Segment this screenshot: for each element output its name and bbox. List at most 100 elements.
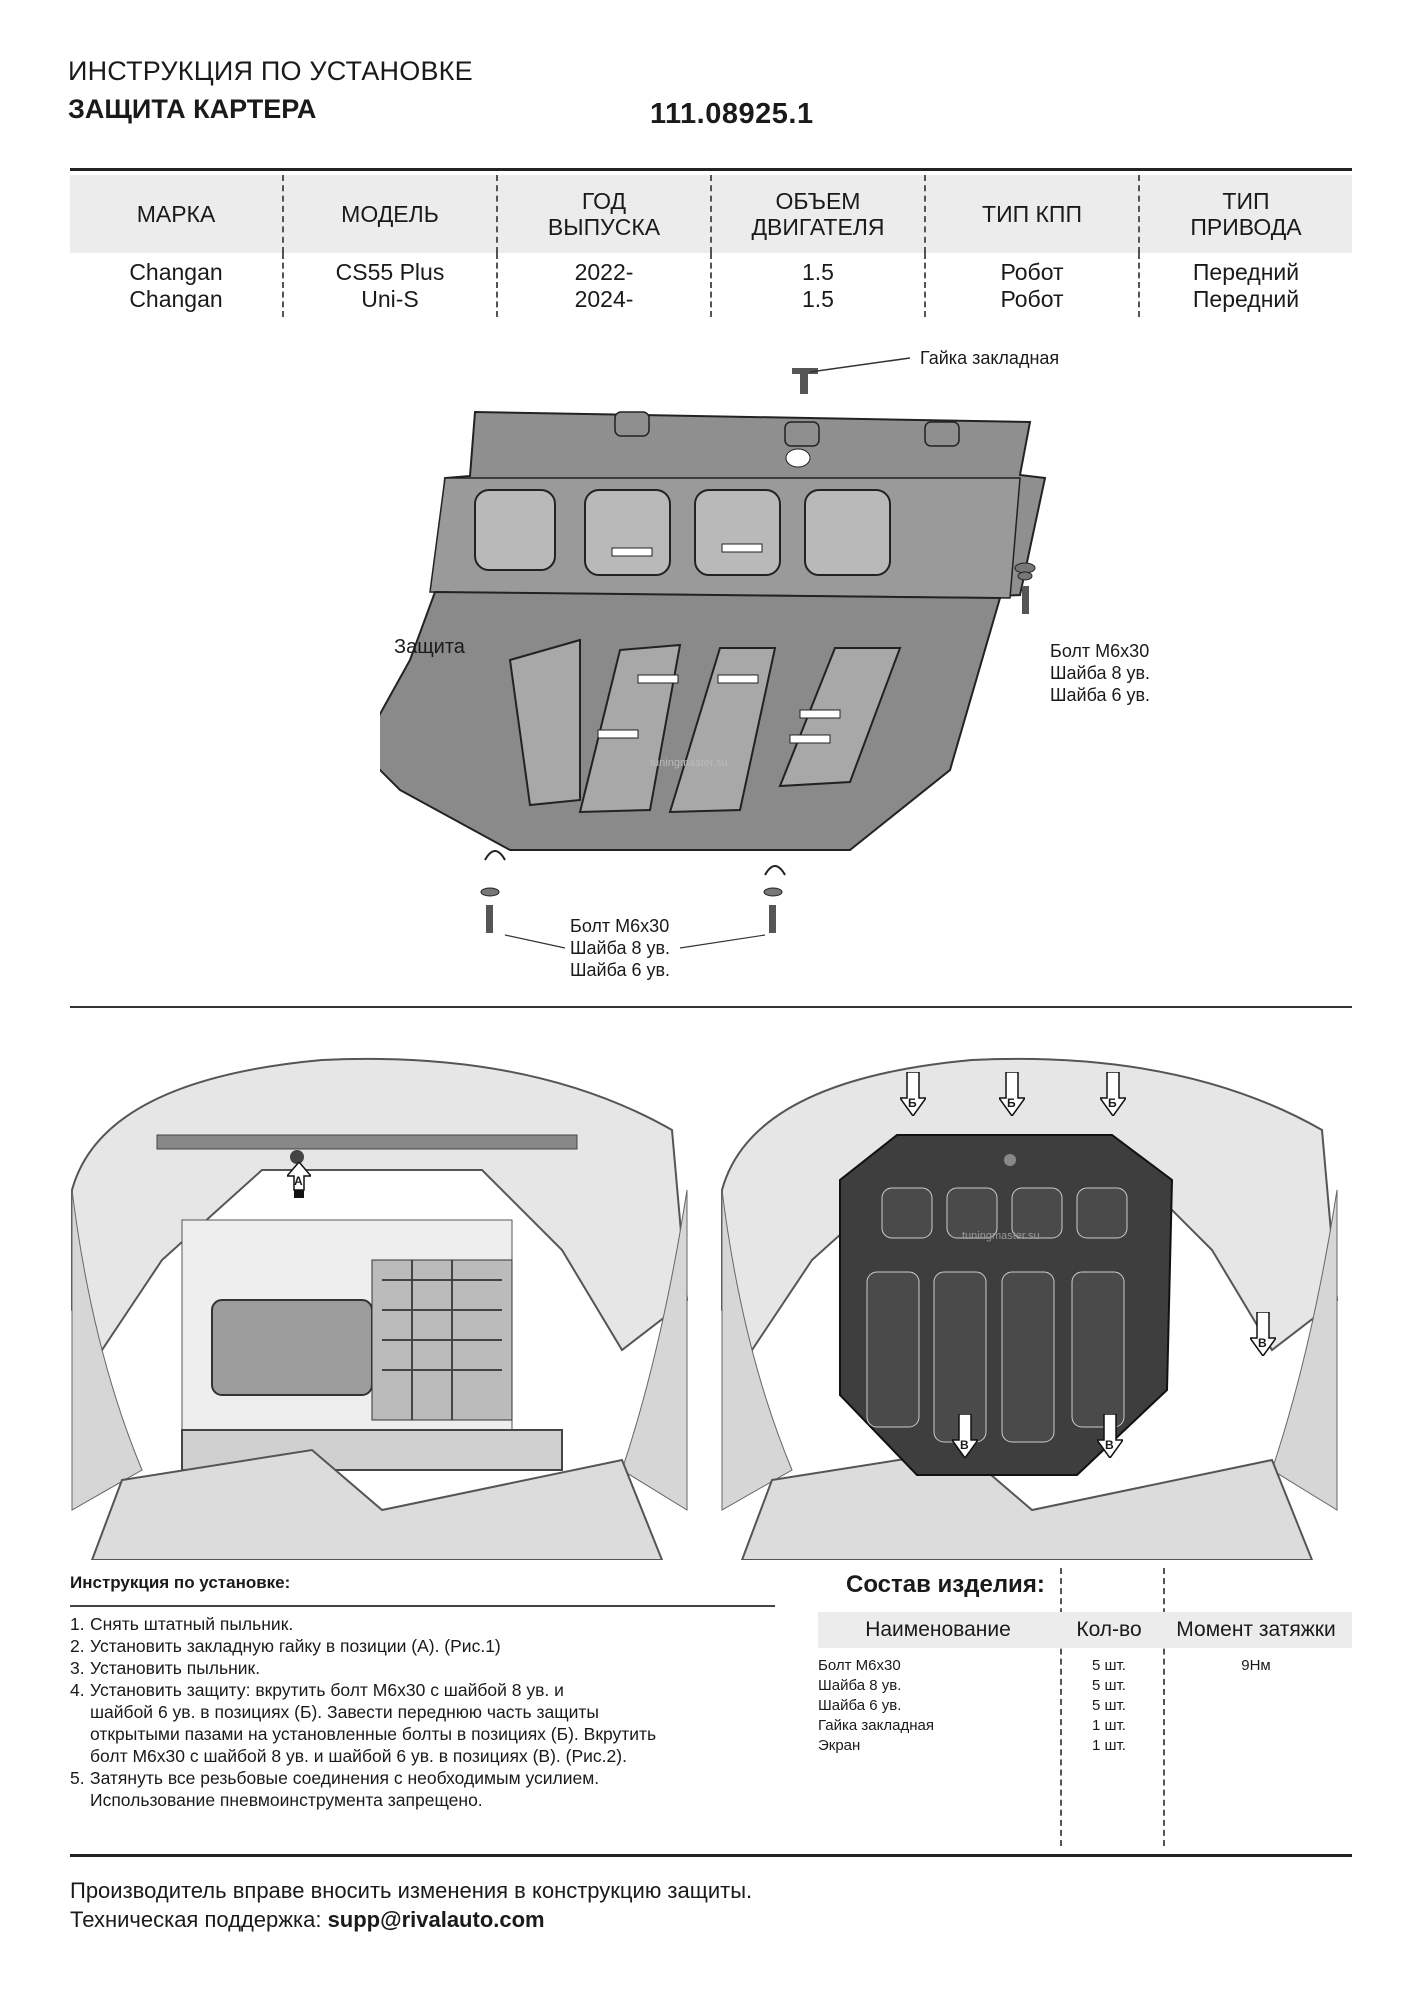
embedded-nut-icon bbox=[792, 357, 911, 394]
arrow-down-icon bbox=[1098, 1071, 1128, 1118]
list-item: 4.Установить защиту: вкрутить болт М6х30… bbox=[70, 1679, 790, 1767]
support-email-link[interactable]: supp@rivalauto.com bbox=[327, 1907, 545, 1932]
nut-label: Гайка закладная bbox=[920, 348, 1060, 368]
step-text: Установить закладную гайку в позиции (А)… bbox=[90, 1636, 501, 1656]
table-cell: 2024- bbox=[574, 286, 634, 312]
section-divider bbox=[70, 1006, 1352, 1008]
item-qty: 5 шт. bbox=[1092, 1657, 1126, 1674]
support-label: Техническая поддержка: bbox=[70, 1907, 328, 1932]
item-torque bbox=[1160, 1696, 1352, 1716]
fastener-bolt-text: Болт М6х30 bbox=[1050, 641, 1150, 661]
table-cell: Changan bbox=[129, 286, 223, 312]
figure-1-underbody: А bbox=[62, 1050, 692, 1560]
step-text: Установить пыльник. bbox=[90, 1658, 261, 1678]
step-number: 4. bbox=[70, 1680, 85, 1700]
bottom-fastener-label: Болт М6х30 Шайба 8 ув. Шайба 6 ув. bbox=[570, 915, 670, 981]
item-qty: 5 шт. bbox=[1092, 1677, 1126, 1694]
col-engine: 1.5 1.5 bbox=[712, 253, 926, 317]
right-fastener-label: Болт М6х30 Шайба 8 ув. Шайба 6 ув. bbox=[1050, 640, 1150, 706]
item-name: Шайба 6 ув. bbox=[818, 1697, 902, 1714]
column-divider bbox=[1163, 1568, 1165, 1846]
product-title: ЗАЩИТА КАРТЕРА bbox=[68, 94, 317, 124]
marker-v-label: В bbox=[1258, 1336, 1267, 1350]
marker-b-3: Б bbox=[1098, 1071, 1128, 1118]
item-name: Экран bbox=[818, 1737, 861, 1754]
vehicle-spec-table: МАРКА МОДЕЛЬ ГОД ВЫПУСКА ОБЪЕМ ДВИГАТЕЛЯ… bbox=[70, 168, 1352, 317]
marker-v-3: В bbox=[1095, 1413, 1125, 1460]
arrow-down-icon bbox=[1248, 1311, 1278, 1358]
header-torque: Момент затяжки bbox=[1176, 1618, 1336, 1641]
figure-2-installed-shield: Б Б Б В В В tuningmaster.su bbox=[712, 1050, 1342, 1560]
underbody-engine-drawing bbox=[71, 1057, 689, 1560]
marker-b-label: Б bbox=[908, 1096, 917, 1110]
item-torque bbox=[1160, 1716, 1352, 1736]
shield-lower-section bbox=[358, 590, 1002, 876]
footer-rule bbox=[70, 1854, 1352, 1857]
table-cell: Changan bbox=[129, 259, 223, 285]
arrow-down-icon bbox=[950, 1413, 980, 1460]
arrow-down-icon bbox=[1095, 1413, 1125, 1460]
watermark: tuningmaster.su bbox=[962, 1230, 1040, 1242]
fastener-washer8-text: Шайба 8 ув. bbox=[1050, 663, 1151, 683]
article-number: 111.08925.1 bbox=[650, 98, 814, 130]
list-item: 2.Установить закладную гайку в позиции (… bbox=[70, 1635, 790, 1657]
fastener-washer8-text: Шайба 8 ув. bbox=[570, 938, 671, 958]
arrow-down-icon bbox=[898, 1071, 928, 1118]
header-drive: ТИП ПРИВОДА bbox=[1190, 188, 1302, 240]
table-cell: 1.5 bbox=[802, 259, 834, 285]
marker-v-1: В bbox=[1248, 1311, 1278, 1358]
table-cell: Uni-S bbox=[361, 286, 419, 312]
header-brand: МАРКА bbox=[70, 175, 284, 253]
col-year: 2022- 2024- bbox=[498, 253, 712, 317]
item-name: Гайка закладная bbox=[818, 1717, 934, 1734]
step-number: 2. bbox=[70, 1636, 85, 1656]
installed-shield-drawing bbox=[721, 1057, 1339, 1560]
table-cell: Робот bbox=[1000, 286, 1064, 312]
marker-v-label: В bbox=[1105, 1438, 1114, 1452]
list-item: 3.Установить пыльник. bbox=[70, 1657, 790, 1679]
composition-body: Болт М6х30 5 шт. 9Нм Шайба 8 ув. 5 шт. Ш… bbox=[818, 1656, 1352, 1756]
header-gearbox: ТИП КПП bbox=[926, 175, 1140, 253]
col-brand: Changan Changan bbox=[70, 253, 284, 317]
table-cell: Робот bbox=[1000, 259, 1064, 285]
item-torque bbox=[1160, 1676, 1352, 1696]
table-cell: 2022- bbox=[574, 259, 634, 285]
table-top-rule bbox=[70, 168, 1352, 171]
item-name: Болт М6х30 bbox=[818, 1657, 901, 1674]
header-name: Наименование bbox=[865, 1618, 1011, 1641]
arrow-down-icon bbox=[997, 1071, 1027, 1118]
item-torque bbox=[1160, 1736, 1352, 1756]
step-number: 3. bbox=[70, 1658, 85, 1678]
composition-title: Состав изделия: bbox=[846, 1571, 1045, 1598]
shield-upper-section bbox=[429, 410, 1047, 602]
instructions-title: Инструкция по установке: bbox=[70, 1573, 291, 1592]
instructions-list: 1.Снять штатный пыльник. 2.Установить за… bbox=[70, 1613, 790, 1811]
header-qty: Кол-во bbox=[1076, 1618, 1142, 1641]
step-text: Снять штатный пыльник. bbox=[90, 1614, 294, 1634]
table-row: Гайка закладная 1 шт. bbox=[818, 1716, 1352, 1736]
item-qty: 5 шт. bbox=[1092, 1697, 1126, 1714]
col-gearbox: Робот Робот bbox=[926, 253, 1140, 317]
marker-v-label: В bbox=[960, 1438, 969, 1452]
shield-label: Защита bbox=[394, 636, 465, 658]
table-cell: CS55 Plus bbox=[335, 259, 445, 285]
table-row: Болт М6х30 5 шт. 9Нм bbox=[818, 1656, 1352, 1676]
item-name: Шайба 8 ув. bbox=[818, 1677, 902, 1694]
table-row: Экран 1 шт. bbox=[818, 1736, 1352, 1756]
table-cell: Передний bbox=[1192, 259, 1300, 285]
step-text: Установить защиту: вкрутить болт М6х30 с… bbox=[90, 1680, 657, 1766]
table-cell: Передний bbox=[1192, 286, 1300, 312]
step-number: 5. bbox=[70, 1768, 85, 1788]
item-torque: 9Нм bbox=[1241, 1657, 1271, 1674]
skid-plate-drawing bbox=[358, 357, 1047, 949]
fastener-washer6-text: Шайба 6 ув. bbox=[570, 960, 671, 980]
instructions-rule bbox=[70, 1605, 775, 1607]
table-header-row: МАРКА МОДЕЛЬ ГОД ВЫПУСКА ОБЪЕМ ДВИГАТЕЛЯ… bbox=[70, 175, 1352, 253]
support-line: Техническая поддержка: supp@rivalauto.co… bbox=[70, 1907, 545, 1933]
marker-b-2: Б bbox=[997, 1071, 1027, 1118]
watermark: tuningmaster.su bbox=[650, 757, 728, 769]
header-year: ГОД ВЫПУСКА bbox=[498, 175, 712, 253]
table-body: Changan Changan CS55 Plus Uni-S 2022- 20… bbox=[70, 253, 1352, 317]
col-drive: Передний Передний bbox=[1140, 253, 1352, 317]
doc-type-title: ИНСТРУКЦИЯ ПО УСТАНОВКЕ bbox=[68, 56, 473, 86]
